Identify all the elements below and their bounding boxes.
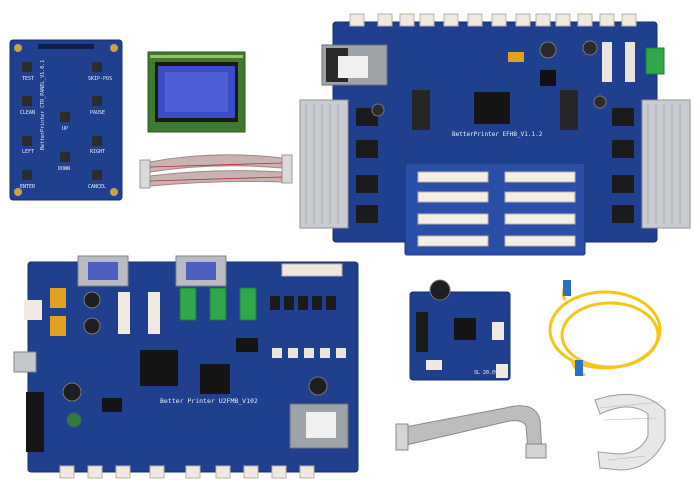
small-board-label: SL 20.09	[474, 370, 498, 376]
grey-ribbon-cable	[395, 405, 547, 459]
efhb-title: BetterPrinter EFHB_V1.1.2	[452, 131, 543, 138]
label-cancel: CANCEL	[88, 184, 106, 190]
label-skip: SKIP-POS	[88, 76, 112, 82]
fiber-connector	[563, 280, 571, 296]
fiber-connector	[575, 360, 583, 376]
lcd-module	[147, 51, 246, 133]
ffc-cable	[594, 393, 666, 471]
label-enter: ENTER	[20, 184, 36, 190]
label-down: DOWN	[58, 166, 70, 172]
u2fmb-title: Better Printer U2FMB_V102	[160, 397, 258, 405]
label-pause: PAUSE	[90, 110, 105, 116]
ctr-panel-title: BetterPrinter CTR_PANEL_V1.0.1	[40, 60, 46, 150]
label-up: UP	[62, 126, 68, 132]
label-test: TEST	[22, 76, 34, 82]
efhb-head-board: BetterPrinter EFHB_V1.1.2	[299, 13, 691, 256]
small-driver-board: SL 20.09	[409, 279, 511, 381]
control-panel-board: BetterPrinter CTR_PANEL_V1.0.1 TEST SKIP…	[9, 39, 123, 201]
small-ribbon-cable	[139, 154, 293, 189]
u2fmb-main-board: Better Printer U2FMB_V102	[13, 255, 359, 479]
label-right: RIGHT	[90, 149, 105, 155]
label-left: LEFT	[22, 149, 34, 155]
label-clean: CLEAN	[20, 110, 35, 116]
